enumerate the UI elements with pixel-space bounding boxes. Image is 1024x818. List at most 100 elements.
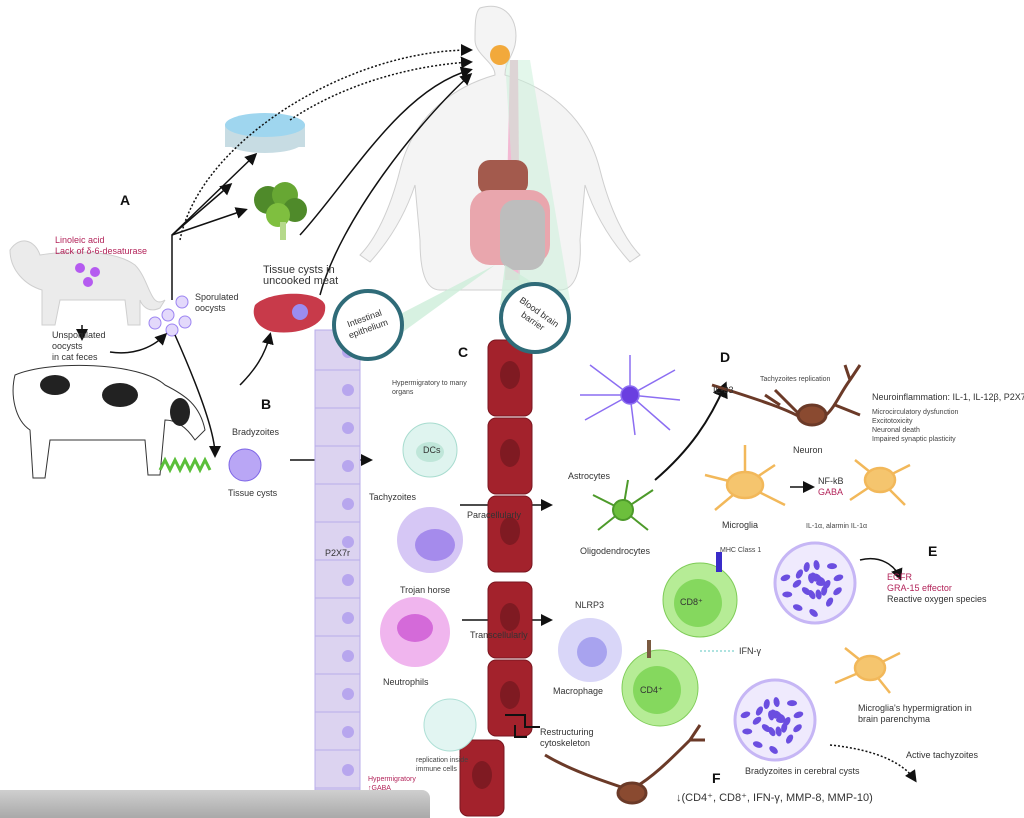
panel-label-c: C (458, 344, 469, 360)
mhc-label: MHC Class 1 (720, 547, 762, 554)
overlay-bar (0, 790, 430, 818)
endothelial-nucleus (500, 439, 520, 467)
ifn-label: IFN-γ (739, 646, 761, 656)
neuron-cell (711, 364, 862, 427)
meat-illustration (253, 293, 326, 333)
bradyzoite-mark (833, 587, 842, 596)
tachyzoites-label: Tachyzoites (369, 492, 417, 502)
cow-illustration (12, 364, 206, 479)
intestinal-epithelium-column (314, 329, 361, 791)
bradyzoite-mark (752, 716, 762, 725)
paracellularly-label: Paracellularly (467, 510, 522, 520)
blood-brain-barrier-badge (499, 282, 571, 354)
bradyzoite-mark (768, 727, 776, 737)
bradyzoite-mark (808, 590, 816, 600)
bradyzoite-mark (809, 609, 818, 617)
panel-label-d: D (720, 349, 731, 365)
bradyzoite-mark (803, 562, 810, 572)
nlrp3-label: NLRP3 (575, 600, 605, 610)
bradyzoite-mark (775, 726, 782, 737)
f-summary: ↓(CD4⁺, CD8⁺, IFN-γ, MMP-8, MMP-10) (676, 792, 873, 804)
endothelial-nucleus (500, 361, 520, 389)
bradyzoite-mark (795, 569, 804, 579)
infected-immune-cell (423, 698, 477, 752)
epithelial-nucleus (342, 650, 354, 662)
bradyzoite-mark (752, 741, 763, 748)
epithelial-nucleus (342, 422, 354, 434)
bradyzoite-mark (825, 597, 834, 607)
trojan-horse-cell (397, 507, 463, 573)
epithelial-nucleus (342, 498, 354, 510)
bradyzoite-mark (813, 560, 820, 571)
microglia-cells (704, 445, 911, 694)
epithelial-nucleus (342, 764, 354, 776)
bradyzoite-mark (792, 579, 802, 588)
neuron-lower (544, 724, 705, 805)
blood-vessel-cells (459, 339, 533, 817)
bradyzoite-cysts (733, 541, 857, 762)
bradyzoite-mark (793, 711, 804, 719)
bradyzoites-label: Bradyzoites (232, 427, 280, 437)
tachy-replication-label: Tachyzoites replication (760, 376, 831, 383)
il33-label: IL-33 (713, 385, 734, 395)
tachyzoite-mark (940, 800, 945, 810)
bradyzoite-mark (769, 746, 778, 754)
endothelial-nucleus (472, 761, 492, 789)
tissue-cysts-label: Tissue cysts (228, 488, 278, 498)
panel-label-b: B (261, 396, 272, 412)
tachyzoite-mark (805, 390, 810, 400)
astrocyte-cell (580, 355, 681, 436)
tachyzoite-mark (945, 785, 950, 795)
epithelial-nucleus (342, 688, 354, 700)
bradyzoite-mark (773, 697, 780, 708)
tissue-cyst-icon (228, 448, 262, 482)
tachyzoite-mark (465, 498, 470, 508)
astrocytes-label: Astrocytes (568, 471, 611, 481)
lettuce-illustration (254, 182, 307, 240)
bradyzoite-mark (787, 700, 798, 707)
transcellularly-label: Transcellularly (470, 630, 528, 640)
tachyzoite-mark (920, 775, 925, 785)
bradyzoite-mark (833, 574, 844, 582)
epithelial-nucleus (342, 460, 354, 472)
neuron-label: Neuron (793, 445, 823, 455)
cd4-t-cell (621, 640, 699, 727)
bradyzoite-mark (808, 573, 815, 584)
oocysts-illustration (148, 295, 192, 337)
cat-illustration (9, 240, 166, 326)
bradyzoite-mark (785, 734, 794, 744)
panel-label-e: E (928, 543, 938, 559)
oligodendrocytes-label: Oligodendrocytes (580, 546, 651, 556)
restructuring-icon (505, 714, 540, 738)
epithelial-nucleus (342, 384, 354, 396)
epithelial-nucleus (342, 612, 354, 624)
bradyzoite-mark (783, 717, 791, 727)
endothelial-nucleus (500, 603, 520, 631)
bradyzoite-mark (755, 706, 764, 716)
tachyzoite-mark (405, 407, 410, 417)
cd4-label: CD4⁺ (640, 685, 663, 695)
tachyzoite-mark (438, 487, 443, 497)
epithelial-nucleus (342, 726, 354, 738)
bradyzoites-cerebral-label: Bradyzoites in cerebral cysts (745, 766, 860, 776)
dcs-label: DCs (423, 445, 441, 455)
epithelial-nucleus (342, 574, 354, 586)
bradyzoite-mark (763, 699, 770, 709)
bradyzoite-mark (793, 724, 802, 733)
epithelial-nucleus (342, 536, 354, 548)
bradyzoite-mark (782, 591, 793, 598)
macrophage-label: Macrophage (553, 686, 604, 696)
grass-illustration (158, 456, 212, 474)
